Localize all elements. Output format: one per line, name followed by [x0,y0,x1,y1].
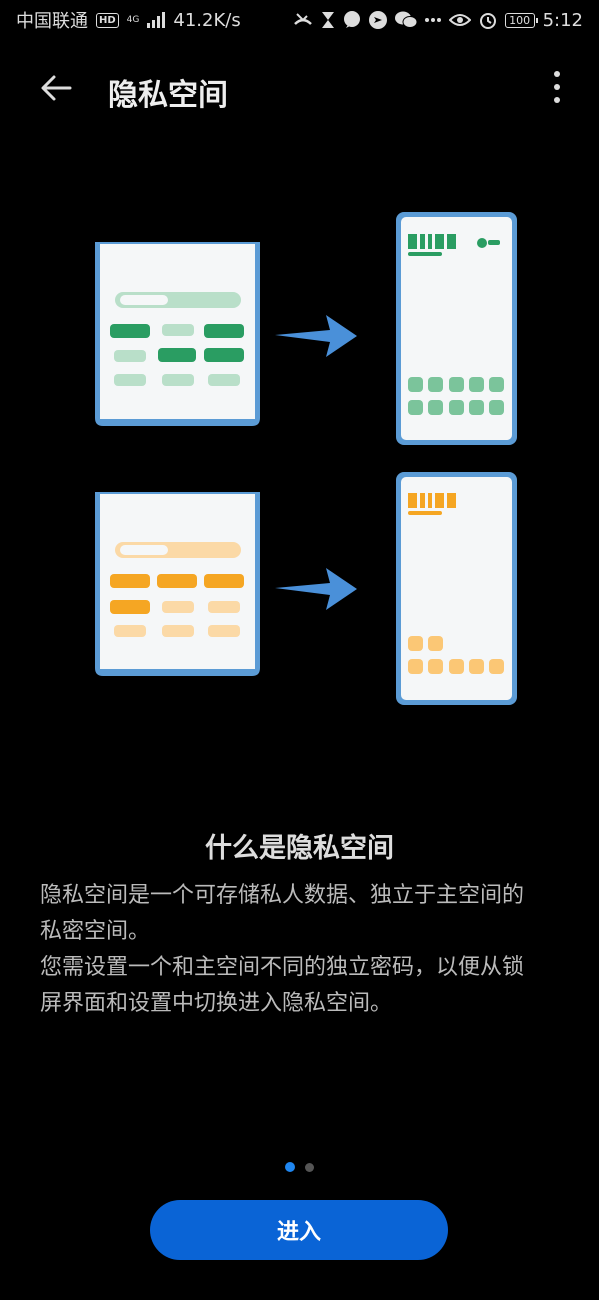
clock: 5:12 [542,9,583,31]
eye-icon [448,13,471,27]
page-dot-2[interactable] [305,1162,314,1172]
description-line: 您需设置一个和主空间不同的独立密码，以便从锁 [40,955,525,980]
page-indicator [0,1162,599,1172]
private-space-phone-orange [396,472,517,705]
arrow-left-icon [41,75,72,101]
back-button[interactable] [36,68,76,108]
description-line: 隐私空间是一个可存储私人数据、独立于主空间的 [40,883,525,908]
main-space-phone-green [95,242,260,426]
status-left: 中国联通 HD 4G 41.2K/s [16,7,241,33]
send-icon [368,11,387,29]
description-line: 私密空间。 [40,919,151,944]
private-space-phone-green [396,212,517,445]
main-space-phone-orange [95,492,260,676]
privacy-space-illustration [95,212,517,705]
section-heading: 什么是隐私空间 [205,833,394,864]
carrier-name: 中国联通 [16,11,88,32]
signal-icon [147,12,166,28]
more-notifications-icon [424,17,441,23]
description-line: 屏界面和设置中切换进入隐私空间。 [40,991,393,1016]
more-vertical-icon [554,71,560,103]
arrow-right-icon [275,568,357,610]
page-dot-1[interactable] [285,1162,295,1172]
wechat-icon [394,11,417,29]
network-type: 4G [126,14,140,25]
hourglass-icon [321,11,335,29]
status-right: 100 5:12 [293,10,583,31]
arrow-right-icon [275,315,357,357]
hd-badge: HD [96,12,119,28]
alarm-icon [479,11,497,29]
status-bar: 中国联通 HD 4G 41.2K/s [0,0,599,40]
app-bar: 隐私空间 [0,52,599,124]
description: 隐私空间是一个可存储私人数据、独立于主空间的 私密空间。 您需设置一个和主空间不… [40,878,570,1022]
page-title: 隐私空间 [108,78,228,113]
net-speed: 41.2K/s [173,9,241,31]
battery-indicator: 100 [504,12,538,28]
message-bubble-icon [343,11,361,29]
more-options-button[interactable] [547,66,567,110]
enter-button[interactable]: 进入 [150,1200,448,1260]
missed-call-icon [293,12,313,28]
